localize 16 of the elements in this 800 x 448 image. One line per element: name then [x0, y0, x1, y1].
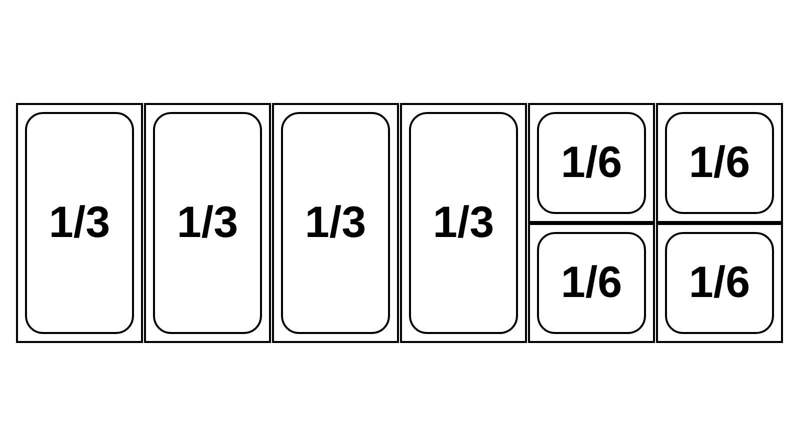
pan-outline [272, 103, 399, 343]
size-label: 1/6 [560, 258, 622, 308]
pan-outline [528, 103, 655, 223]
size-label: 1/3 [48, 198, 110, 248]
pan-outline [16, 103, 143, 343]
size-label: 1/3 [432, 198, 494, 248]
pan-outline [656, 223, 783, 343]
size-label: 1/6 [688, 258, 750, 308]
size-label: 1/3 [304, 198, 366, 248]
pan-outline [144, 103, 271, 343]
size-label: 1/3 [176, 198, 238, 248]
size-label: 1/6 [560, 138, 622, 188]
pan-outline [400, 103, 527, 343]
pan-outline [656, 103, 783, 223]
size-label: 1/6 [688, 138, 750, 188]
pan-outline [528, 223, 655, 343]
